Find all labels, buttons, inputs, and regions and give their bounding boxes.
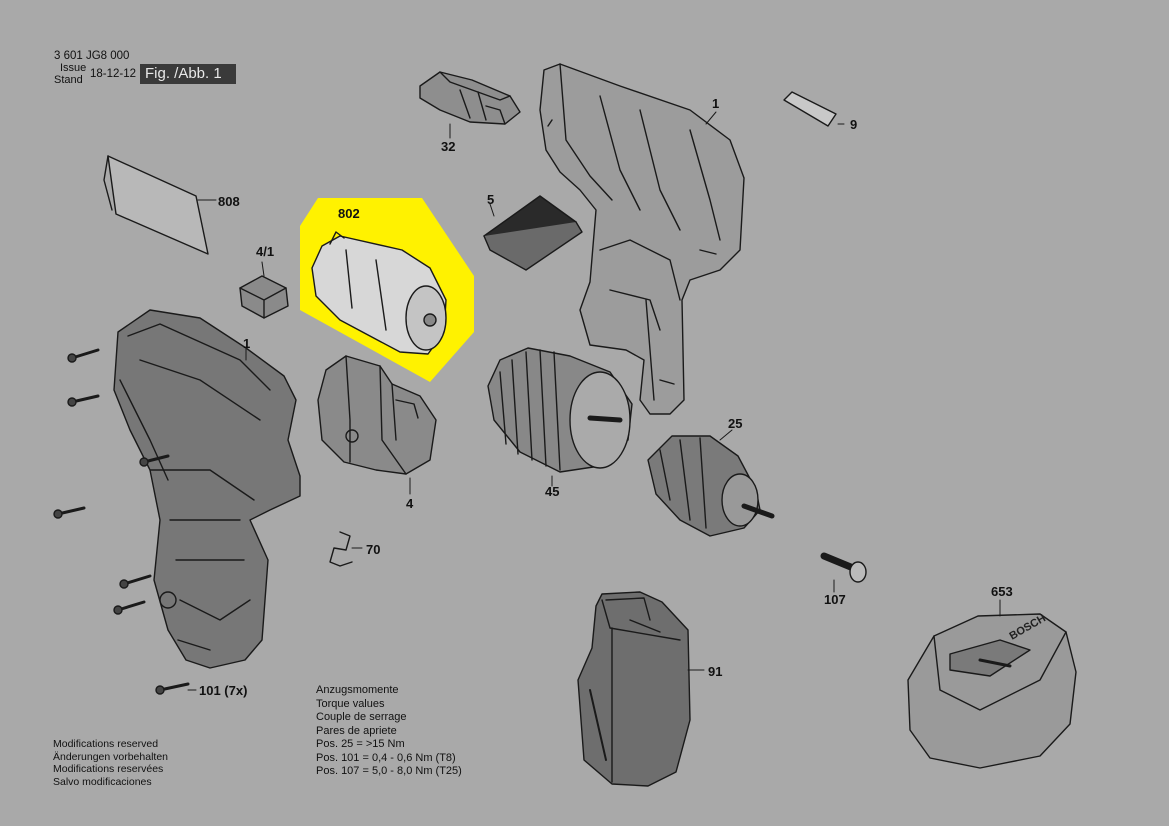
- part-25-chuck[interactable]: [647, 435, 775, 537]
- part-653-charger[interactable]: [907, 613, 1077, 769]
- part-label-4: 4: [406, 496, 414, 511]
- part-label-32: 32: [441, 139, 456, 154]
- doc-number: 3 601 JG8 000: [54, 50, 130, 62]
- stand-label: Stand: [54, 74, 83, 86]
- torque-values-block: Anzugsmomente Torque values Couple de se…: [316, 684, 462, 779]
- part-802-motor[interactable]: [300, 198, 474, 382]
- part-1-housing-left[interactable]: [113, 309, 301, 669]
- modifications-notice: Modifications reserved Änderungen vorbeh…: [53, 738, 168, 788]
- part-label-101: 101 (7x): [199, 683, 248, 698]
- part-label-4-1: 4/1: [256, 244, 275, 259]
- part-9-label-strip[interactable]: [783, 91, 837, 127]
- part-4-switch-module[interactable]: [317, 355, 437, 475]
- part-label-91: 91: [708, 664, 723, 679]
- torque-line: Couple de serrage: [316, 711, 407, 723]
- leader-lines: [187, 111, 1001, 691]
- modifications-line: Modifications reserved: [53, 738, 159, 750]
- torque-line: Anzugsmomente: [316, 684, 399, 696]
- part-label-70: 70: [366, 542, 381, 557]
- part-label-45: 45: [545, 484, 560, 499]
- part-label-9: 9: [850, 117, 858, 132]
- modifications-line: Änderungen vorbehalten: [53, 750, 169, 763]
- part-808-label-sheet[interactable]: [103, 155, 209, 255]
- part-label-808: 808: [218, 194, 240, 209]
- modifications-line: Modifications reservées: [53, 763, 164, 775]
- part-label-802: 802: [338, 206, 360, 221]
- torque-line: Pos. 101 = 0,4 - 0,6 Nm (T8): [316, 751, 456, 764]
- part-91-battery[interactable]: [577, 591, 691, 787]
- torque-line: Pos. 25 = >15 Nm: [316, 738, 405, 750]
- modifications-line: Salvo modificaciones: [53, 775, 152, 788]
- torque-line: Pares de apriete: [316, 724, 397, 737]
- part-45-gearbox[interactable]: [487, 347, 633, 473]
- part-4-1-sleeve[interactable]: [239, 275, 289, 319]
- part-101-screws[interactable]: [53, 348, 190, 695]
- part-1-housing-right[interactable]: [539, 63, 745, 415]
- torque-line: Pos. 107 = 5,0 - 8,0 Nm (T25): [316, 765, 462, 777]
- issue-label: Issue: [60, 62, 87, 74]
- part-label-653: 653: [991, 584, 1013, 599]
- part-5-cover[interactable]: [483, 195, 583, 271]
- part-label-1-left: 1: [243, 336, 251, 351]
- part-label-1-right: 1: [712, 96, 720, 111]
- part-label-25: 25: [728, 416, 743, 431]
- part-label-107: 107: [824, 592, 846, 607]
- part-107-screw[interactable]: [820, 552, 867, 583]
- torque-line: Torque values: [316, 697, 385, 710]
- issue-date: 18-12-12: [90, 68, 137, 80]
- part-32-switch-slider[interactable]: [419, 71, 521, 125]
- part-label-5: 5: [487, 192, 495, 207]
- part-70-clip[interactable]: [329, 531, 353, 567]
- figure-label: Fig. /Abb. 1: [140, 64, 236, 84]
